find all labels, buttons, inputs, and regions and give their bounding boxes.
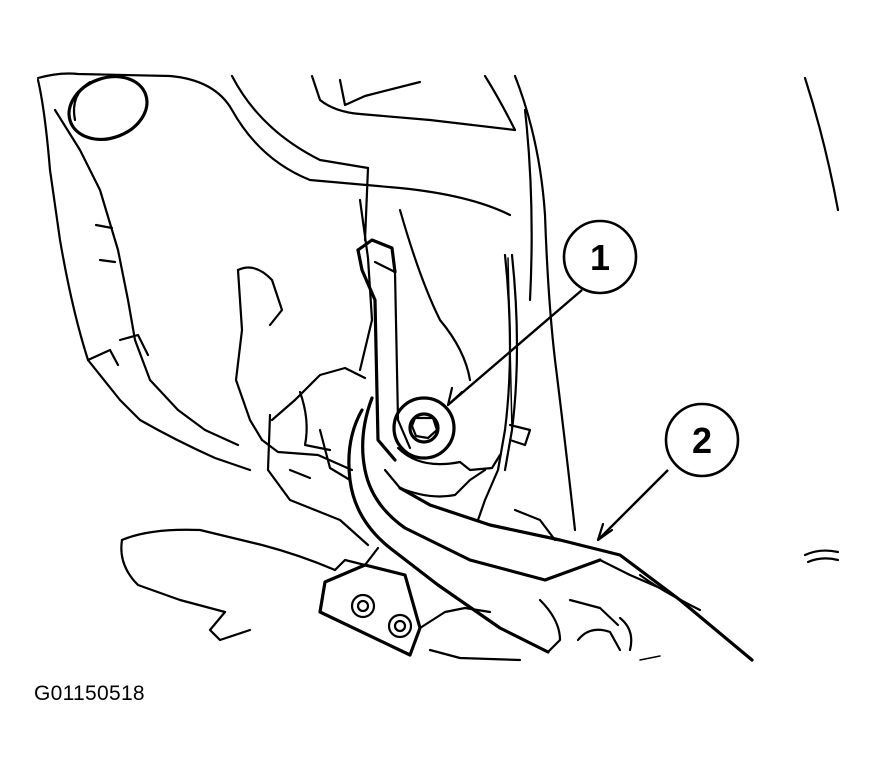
central-casting bbox=[234, 166, 472, 547]
vertical-bracket bbox=[356, 238, 412, 462]
leader-lines bbox=[446, 289, 669, 542]
tube bbox=[347, 396, 754, 662]
bolt bbox=[383, 396, 502, 498]
left-frame bbox=[36, 78, 252, 472]
housing-outline bbox=[36, 72, 840, 532]
conduit bbox=[476, 253, 557, 542]
flange-plate bbox=[120, 528, 633, 662]
callout-2-label: 2 bbox=[692, 420, 712, 461]
figure-code: G01150518 bbox=[34, 682, 145, 705]
callout-1: 1 bbox=[562, 219, 638, 295]
callout-2: 2 bbox=[664, 402, 740, 478]
mounting-hole bbox=[67, 75, 149, 141]
callout-1-label: 1 bbox=[590, 237, 610, 278]
right-detail bbox=[639, 549, 840, 661]
